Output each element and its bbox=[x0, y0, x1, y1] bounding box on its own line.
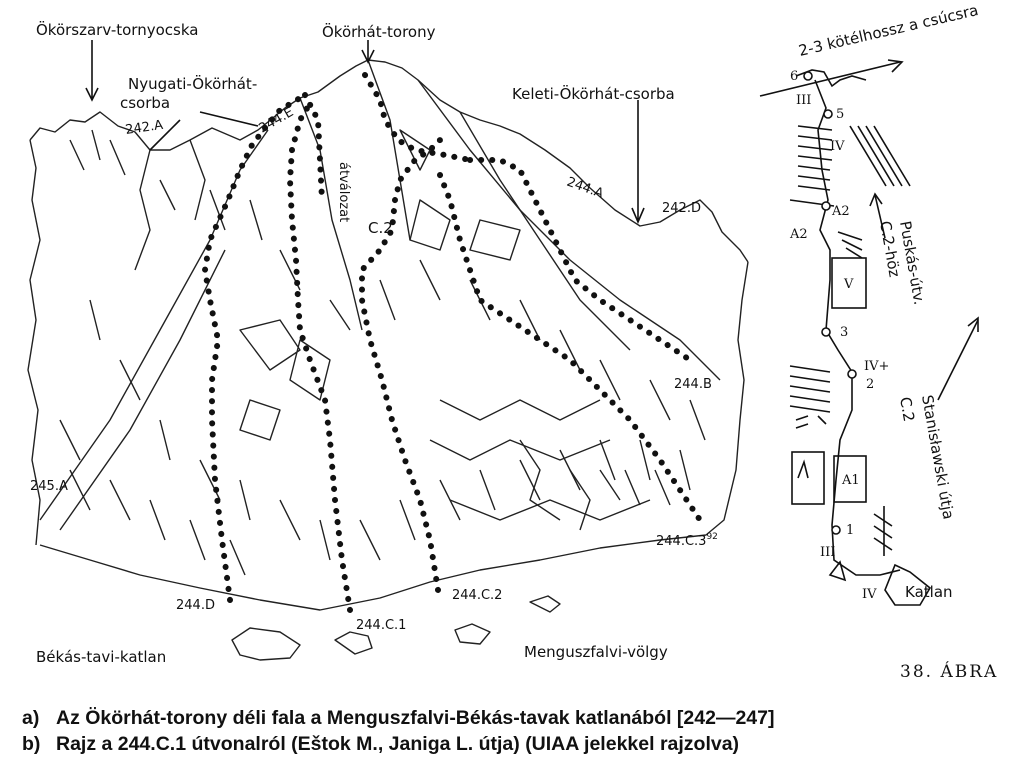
label-244e: 244.E bbox=[257, 105, 297, 137]
label-nyugati-2: csorba bbox=[120, 94, 170, 112]
label-bekas: Békás-tavi-katlan bbox=[36, 648, 166, 666]
label-nyugati-1: Nyugati-Ökörhát- bbox=[128, 74, 257, 93]
topo-grade-a2-right: A2 bbox=[831, 204, 850, 219]
caption-a-key: a) bbox=[22, 707, 40, 729]
label-245a: 245.A bbox=[30, 479, 68, 494]
topo-grade-iv-plus: IV+ bbox=[864, 359, 889, 374]
route-244d bbox=[201, 95, 303, 603]
belay-points bbox=[803, 71, 857, 535]
topo-stanislawski-1: Stanisławski útja bbox=[918, 394, 958, 521]
caption-b-key: b) bbox=[22, 733, 41, 755]
topo-grade-v: V bbox=[843, 277, 854, 292]
label-244d: 244.D bbox=[176, 598, 215, 613]
label-okorhat-torony: Ökörhát-torony bbox=[322, 22, 436, 41]
topo-grade-a1: A1 bbox=[841, 473, 860, 488]
route-lines bbox=[201, 72, 703, 613]
route-c2 bbox=[362, 72, 473, 163]
topo-katlan: Katlan bbox=[905, 583, 953, 601]
label-menguszfalvi: Menguszfalvi-völgy bbox=[524, 643, 668, 661]
topo-route bbox=[814, 79, 901, 576]
caption-b-text: Rajz a 244.C.1 útvonalról (Eštok M., Jan… bbox=[56, 733, 740, 755]
topo-grade-iii-bottom: III bbox=[820, 545, 835, 560]
label-244c3: 244.C.392 bbox=[656, 532, 718, 549]
topo-belay-5: 5 bbox=[836, 107, 844, 122]
route-244e bbox=[302, 92, 325, 203]
route-244c1 bbox=[286, 97, 353, 613]
label-keleti: Keleti-Ökörhát-csorba bbox=[512, 84, 675, 103]
label-c2: C.2 bbox=[368, 219, 393, 237]
topo-belay-3: 3 bbox=[840, 325, 848, 340]
topo-belay-2: 2 bbox=[866, 377, 874, 392]
label-okorszarv: Ökörszarv-tornyocska bbox=[36, 20, 198, 39]
topo-belay-6: 6 bbox=[790, 69, 798, 84]
topo-grade-iii-top: III bbox=[796, 93, 811, 108]
route-244c2 bbox=[359, 137, 443, 593]
topo-grade-iv: IV bbox=[830, 139, 845, 154]
label-244a: 244.A bbox=[565, 175, 606, 202]
caption-a-text: Az Ökörhát-torony déli fala a Menguszfal… bbox=[56, 707, 775, 729]
caption-b: b) Rajz a 244.C.1 útvonalról (Eštok M., J… bbox=[22, 733, 739, 756]
topo-sketch bbox=[85, 40, 979, 606]
label-244b: 244.B bbox=[674, 377, 712, 392]
route-244c3 bbox=[437, 172, 703, 523]
mountain-sketch bbox=[27, 59, 749, 661]
topo-kotelhossz: 2-3 kötélhossz a csúcsra bbox=[797, 1, 980, 60]
label-242a: 242.A bbox=[124, 118, 164, 138]
topo-grade-a2-left: A2 bbox=[789, 227, 808, 242]
label-244c1: 244.C.1 bbox=[356, 618, 406, 633]
topo-stanislawski-2: C.2 bbox=[896, 396, 918, 424]
topo-grade-iv-bottom: IV bbox=[862, 587, 877, 602]
label-244c2: 244.C.2 bbox=[452, 588, 502, 603]
caption-a: a) Az Ökörhát-torony déli fala a Menguszf… bbox=[22, 707, 774, 730]
figure-number: 38. ÁBRA bbox=[900, 662, 999, 682]
topo-belay-1: 1 bbox=[846, 523, 854, 538]
label-atvalozat: átválozat bbox=[336, 162, 351, 222]
label-242d: 242.D bbox=[662, 201, 701, 216]
